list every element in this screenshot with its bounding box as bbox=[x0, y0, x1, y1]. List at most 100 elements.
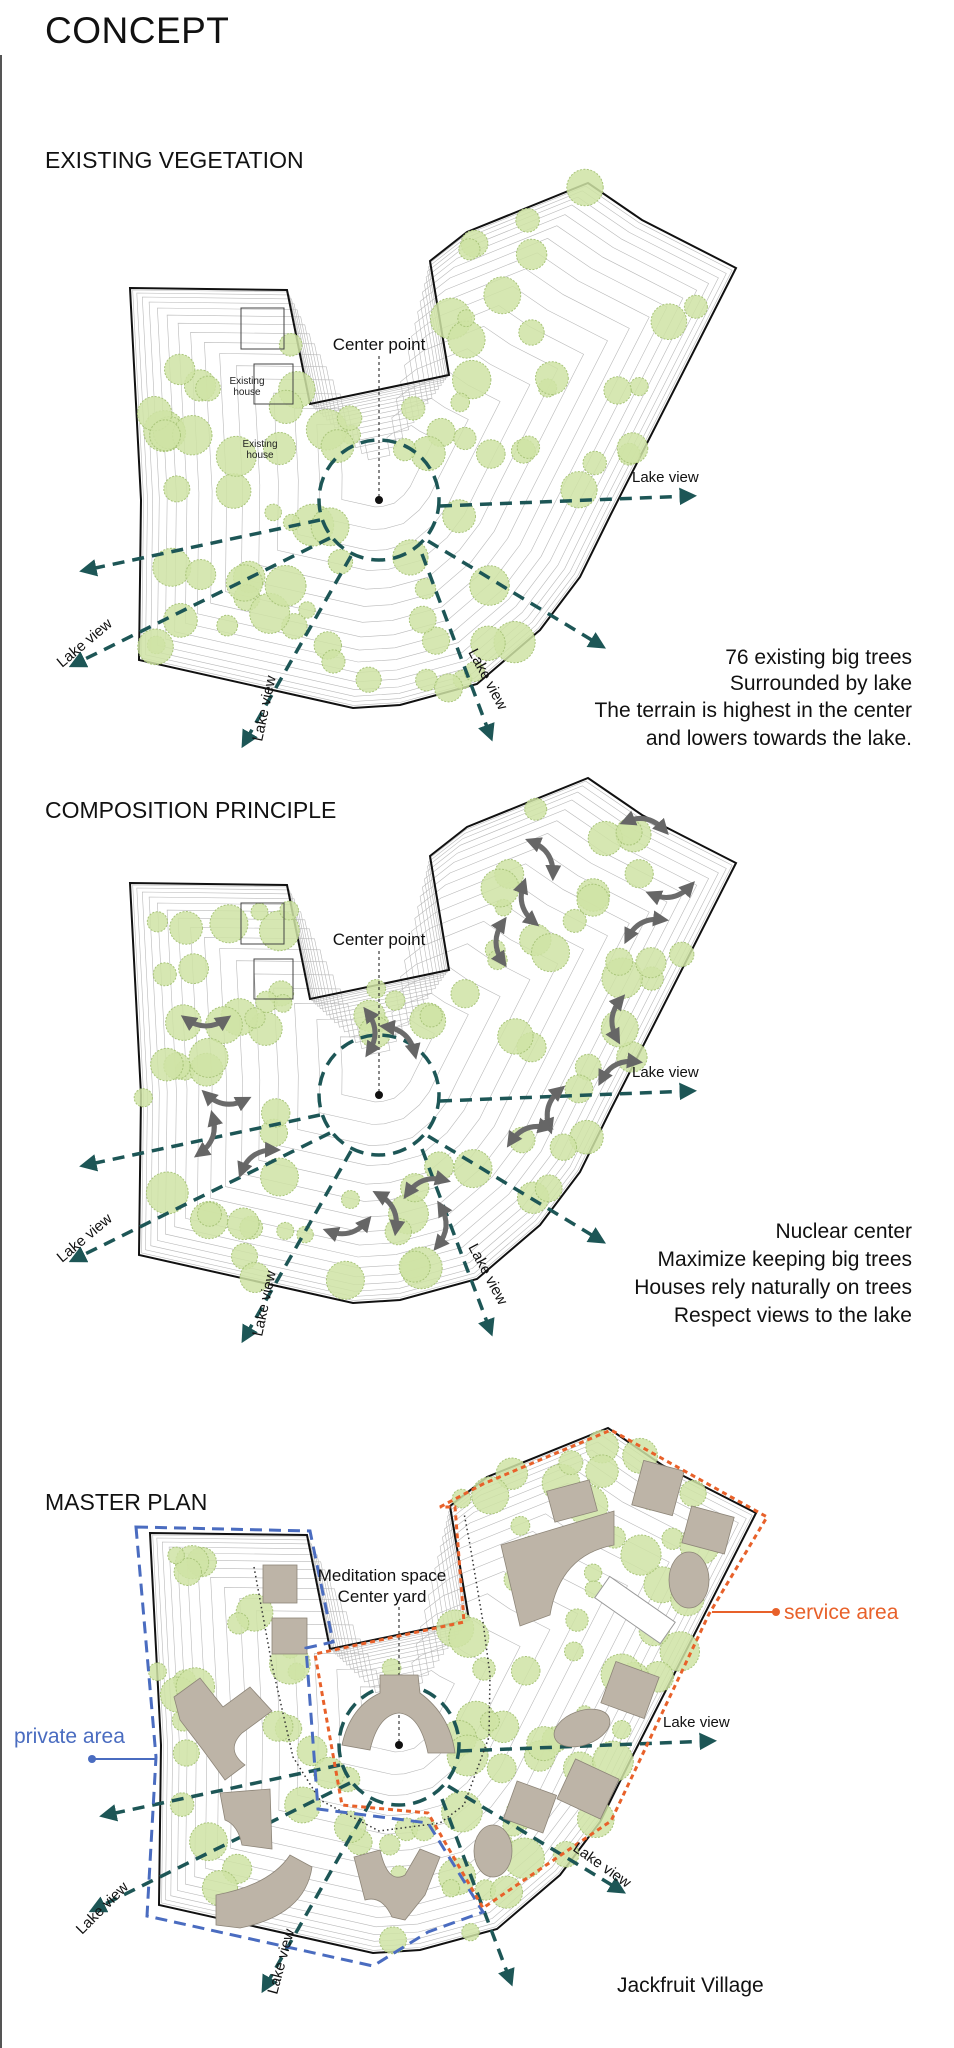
relationship-arrow bbox=[193, 1110, 224, 1158]
note-line: Respect views to the lake bbox=[674, 1304, 912, 1327]
tree bbox=[635, 947, 667, 979]
tree bbox=[189, 1822, 228, 1862]
lake-view-label: Lake view bbox=[54, 615, 116, 671]
tree bbox=[558, 1450, 584, 1476]
tree bbox=[510, 1515, 531, 1536]
contour-line bbox=[224, 1513, 650, 1883]
center-point-dot bbox=[375, 496, 383, 504]
private-area-boundary bbox=[134, 1525, 486, 1968]
building bbox=[681, 1505, 735, 1555]
tree bbox=[442, 499, 477, 534]
tree bbox=[172, 1739, 200, 1767]
relationship-arrow bbox=[525, 837, 562, 882]
tree bbox=[629, 377, 649, 397]
lake-view-label: Lake view bbox=[249, 674, 280, 743]
tree bbox=[276, 1221, 295, 1240]
lake-view-arrow bbox=[439, 487, 697, 508]
note-line: Maximize keeping big trees bbox=[658, 1248, 912, 1271]
tree bbox=[278, 333, 303, 357]
meditation-space-label: Meditation space bbox=[318, 1566, 447, 1585]
note-line: 76 existing big trees bbox=[725, 646, 912, 669]
center-circle bbox=[337, 1683, 461, 1807]
open-court bbox=[594, 1575, 676, 1645]
tree bbox=[169, 1792, 195, 1817]
relationship-arrow bbox=[598, 1052, 644, 1086]
contour-line bbox=[253, 325, 559, 590]
tree bbox=[483, 276, 522, 315]
project-caption: Jackfruit Village bbox=[617, 1974, 764, 1997]
tree bbox=[564, 1641, 584, 1662]
tree bbox=[163, 603, 198, 638]
contour-line bbox=[273, 348, 531, 571]
existing-house-1 bbox=[240, 307, 285, 350]
contour-line bbox=[141, 791, 719, 1292]
building bbox=[262, 1564, 298, 1604]
tree bbox=[582, 450, 607, 476]
relationship-arrow bbox=[403, 1169, 451, 1200]
tree bbox=[163, 475, 191, 503]
tree bbox=[458, 238, 481, 261]
existing-vegetation-plan: Existing house Existing house Center poi… bbox=[54, 168, 738, 749]
building bbox=[553, 1708, 611, 1748]
contour-line bbox=[294, 372, 501, 552]
tree bbox=[167, 1546, 185, 1565]
lake-view-label: Lake view bbox=[632, 469, 699, 486]
tree bbox=[209, 904, 249, 944]
lake-view-arrow bbox=[261, 1800, 373, 1994]
tree bbox=[600, 1009, 639, 1048]
tree bbox=[457, 309, 476, 328]
trees bbox=[137, 168, 708, 703]
building bbox=[353, 1848, 441, 1921]
tree bbox=[415, 668, 438, 692]
lake-view-label: Lake view bbox=[632, 1064, 699, 1081]
contour-line bbox=[316, 992, 469, 1125]
building bbox=[600, 1660, 660, 1720]
tree bbox=[576, 883, 610, 917]
tree bbox=[197, 1201, 222, 1227]
relationship-arrow bbox=[619, 810, 669, 836]
tree bbox=[313, 1756, 346, 1790]
lake-view-arrow bbox=[459, 1732, 717, 1753]
tree bbox=[227, 1207, 260, 1241]
tree bbox=[178, 953, 210, 985]
tree bbox=[325, 1260, 365, 1300]
tree bbox=[282, 513, 301, 532]
tree bbox=[461, 1922, 480, 1942]
tree bbox=[341, 1190, 360, 1209]
tree bbox=[164, 353, 196, 386]
tree bbox=[565, 1608, 589, 1632]
heading-existing-vegetation: EXISTING VEGETATION bbox=[45, 147, 304, 173]
tree bbox=[227, 1612, 250, 1635]
tree bbox=[225, 564, 263, 602]
tree bbox=[262, 1710, 294, 1742]
tree bbox=[535, 361, 569, 396]
lake-view-label: Lake view bbox=[264, 1927, 298, 1996]
tree bbox=[264, 503, 283, 522]
tree bbox=[273, 994, 293, 1013]
lake-view-arrow bbox=[241, 555, 353, 749]
contour-line bbox=[166, 820, 684, 1268]
tree bbox=[336, 405, 363, 431]
tree bbox=[450, 979, 480, 1009]
tree bbox=[441, 1879, 461, 1898]
private-area-callout: private area bbox=[14, 1725, 156, 1763]
note-line: The terrain is highest in the center bbox=[594, 699, 912, 722]
tree bbox=[534, 1174, 563, 1203]
lake-view-arrow bbox=[427, 539, 606, 649]
relationship-arrow bbox=[624, 910, 670, 945]
tree bbox=[650, 303, 688, 341]
contour-line bbox=[186, 1470, 704, 1918]
building bbox=[215, 1854, 313, 1929]
tree bbox=[585, 1454, 619, 1488]
tree bbox=[268, 389, 303, 424]
relationship-arrow bbox=[433, 1200, 453, 1251]
relationship-arrow bbox=[512, 877, 540, 927]
tree bbox=[259, 910, 300, 952]
contour-line bbox=[273, 1570, 579, 1835]
lake-view-label: Lake view bbox=[464, 1241, 510, 1308]
tree bbox=[379, 1834, 401, 1856]
center-point-label: Center point bbox=[333, 335, 426, 354]
building bbox=[631, 1459, 685, 1517]
building bbox=[502, 1780, 558, 1834]
